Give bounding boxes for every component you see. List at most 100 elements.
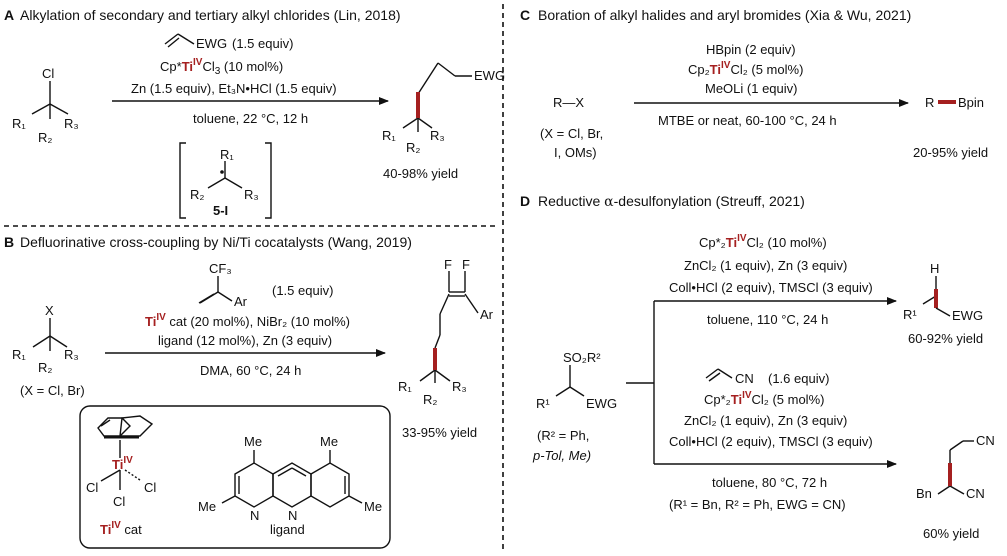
substrate-x: X: [45, 303, 54, 318]
panel-c-yield: 20-95% yield: [913, 145, 988, 160]
panel-b-solvent: DMA, 60 °C, 24 h: [200, 363, 301, 378]
ligand-n-1: N: [250, 508, 259, 523]
panel-a-substrate: [31, 81, 69, 119]
top-product-ewg: EWG: [952, 308, 983, 323]
cat-ti-atom: TiIV: [112, 455, 133, 472]
cf3-alkene-structure: [198, 276, 233, 304]
panel-c-cond-line3: MeOLi (1 equiv): [705, 81, 797, 96]
panel-d-top-line3: Coll•HCl (2 equiv), TMSCl (3 equiv): [669, 280, 873, 295]
cat-cl-3: Cl: [113, 494, 125, 509]
panel-c-product-bpin: Bpin: [958, 95, 984, 110]
bottom-product-cn-1: CN: [976, 433, 995, 448]
substrate-note-1: (R² = Ph,: [537, 428, 589, 443]
ligand-n-2: N: [288, 508, 297, 523]
panel-b-product: [419, 271, 479, 383]
panel-c-letter: C: [520, 7, 530, 23]
product-r2-b: R₂: [423, 392, 437, 407]
substrate-r1: R₁: [12, 116, 26, 131]
ligand-label: ligand: [270, 522, 305, 537]
panel-d-substrate: [555, 365, 585, 397]
panel-d-bottom-catalyst: Cp*₂TiIVCl₂ (5 mol%): [704, 390, 824, 407]
panel-d-top-line2: ZnCl₂ (1 equiv), Zn (3 equiv): [684, 258, 847, 273]
panel-a-yield: 40-98% yield: [383, 166, 458, 181]
panel-a-solvent: toluene, 22 °C, 12 h: [193, 111, 308, 126]
panel-b-substrate: [32, 318, 68, 351]
panel-b-cond-line2: ligand (12 mol%), Zn (3 equiv): [158, 333, 332, 348]
reagent-cf3: CF₃: [209, 261, 232, 276]
panel-c-heading: Boration of alkyl halides and aryl bromi…: [538, 7, 911, 23]
product-f2: F: [462, 257, 470, 272]
cat-cl-1: Cl: [86, 480, 98, 495]
product-r3-b: R₃: [452, 379, 467, 394]
top-product-h: H: [930, 261, 939, 276]
top-product-chain: [935, 307, 951, 317]
panel-c-solvent: MTBE or neat, 60-100 °C, 24 h: [658, 113, 837, 128]
intermediate-r2: R₂: [190, 187, 204, 202]
panel-d-letter: D: [520, 193, 530, 209]
alkene-ewg-label: EWG: [196, 36, 227, 51]
panel-c-catalyst: Cp₂TiIVCl₂ (5 mol%): [688, 60, 803, 77]
panel-d-top-yield: 60-92% yield: [908, 331, 983, 346]
bottom-alkene-cn: CN: [735, 371, 754, 386]
substrate-cl: Cl: [42, 66, 54, 81]
panel-a: A Alkylation of secondary and tertiary a…: [4, 7, 505, 219]
panel-b-yield: 33-95% yield: [402, 425, 477, 440]
panel-a-catalyst: Cp*TiIVCl3 (10 mol%): [160, 57, 283, 77]
catalyst-ligand-box: [79, 405, 391, 549]
panel-c-cond-line1: HBpin (2 equiv): [706, 42, 796, 57]
panel-d-top-catalyst: Cp*₂TiIVCl₂ (10 mol%): [699, 233, 827, 250]
panel-a-letter: A: [4, 7, 14, 23]
substrate-r3: R₃: [64, 116, 79, 131]
panel-d: D Reductive α-desulfonylation (Streuff, …: [520, 193, 995, 541]
reagent-ar: Ar: [234, 294, 248, 309]
substrate-ewg-d: EWG: [586, 396, 617, 411]
intermediate-label: 5-I: [213, 203, 228, 218]
intermediate-r1: R₁: [220, 147, 234, 162]
vinyl-ewg-structure: [164, 33, 195, 48]
panel-c-product-r: R: [925, 95, 934, 110]
panel-c: C Boration of alkyl halides and aryl bro…: [520, 7, 988, 160]
panel-d-bottom-line2: ZnCl₂ (1 equiv), Zn (3 equiv): [684, 413, 847, 428]
product-ar: Ar: [480, 307, 494, 322]
intermediate-bracket: [179, 142, 272, 219]
substrate-r1-b: R₁: [12, 347, 26, 362]
panel-a-reagents: Zn (1.5 equiv), Et₃N•HCl (1.5 equiv): [131, 81, 337, 96]
acrylonitrile-structure: [705, 368, 733, 382]
panel-d-branch-arrows: [626, 297, 897, 468]
reagent-equiv: (1.5 equiv): [272, 283, 333, 298]
bottom-product-bn: Bn: [916, 486, 932, 501]
indenyl-ti-catalyst: [97, 415, 154, 490]
substrate-r1-d: R¹: [536, 396, 550, 411]
ligand-me-2: Me: [320, 434, 338, 449]
product-r1: R₁: [382, 128, 396, 143]
substrate-r3-b: R₃: [64, 347, 79, 362]
panel-d-bottom-note: (R¹ = Bn, R² = Ph, EWG = CN): [669, 497, 846, 512]
intermediate-r3: R₃: [244, 187, 259, 202]
substrate-note-b: (X = Cl, Br): [20, 383, 85, 398]
radical-dot: [220, 170, 224, 174]
panel-a-heading: Alkylation of secondary and tertiary alk…: [20, 7, 401, 23]
product-r1-b: R₁: [398, 379, 412, 394]
substrate-so2r2: SO₂R²: [563, 350, 601, 365]
panel-c-substrate: R—X: [553, 95, 584, 110]
ligand-me-4: Me: [364, 499, 382, 514]
product-f1: F: [444, 257, 452, 272]
substrate-note-2: p-Tol, Me): [532, 448, 591, 463]
panel-a-product: [402, 62, 472, 132]
phenanthroline-ligand: [221, 450, 363, 508]
substrate-r2-b: R₂: [38, 360, 52, 375]
cat-cl-2: Cl: [144, 480, 156, 495]
panel-c-note-1: (X = Cl, Br,: [540, 126, 603, 141]
panel-d-top-product: [922, 276, 937, 305]
panel-d-bottom-yield: 60% yield: [923, 526, 979, 541]
alkene-equiv: (1.5 equiv): [232, 36, 293, 51]
panel-d-heading: Reductive α-desulfonylation (Streuff, 20…: [538, 193, 805, 210]
substrate-r2: R₂: [38, 130, 52, 145]
panel-c-note-2: I, OMs): [554, 145, 597, 160]
panel-d-top-solvent: toluene, 110 °C, 24 h: [707, 312, 828, 327]
product-r2: R₂: [406, 140, 420, 155]
cat-label: TiIV cat: [100, 520, 142, 537]
ligand-me-3: Me: [198, 499, 216, 514]
bottom-alkene-equiv: (1.6 equiv): [768, 371, 829, 386]
